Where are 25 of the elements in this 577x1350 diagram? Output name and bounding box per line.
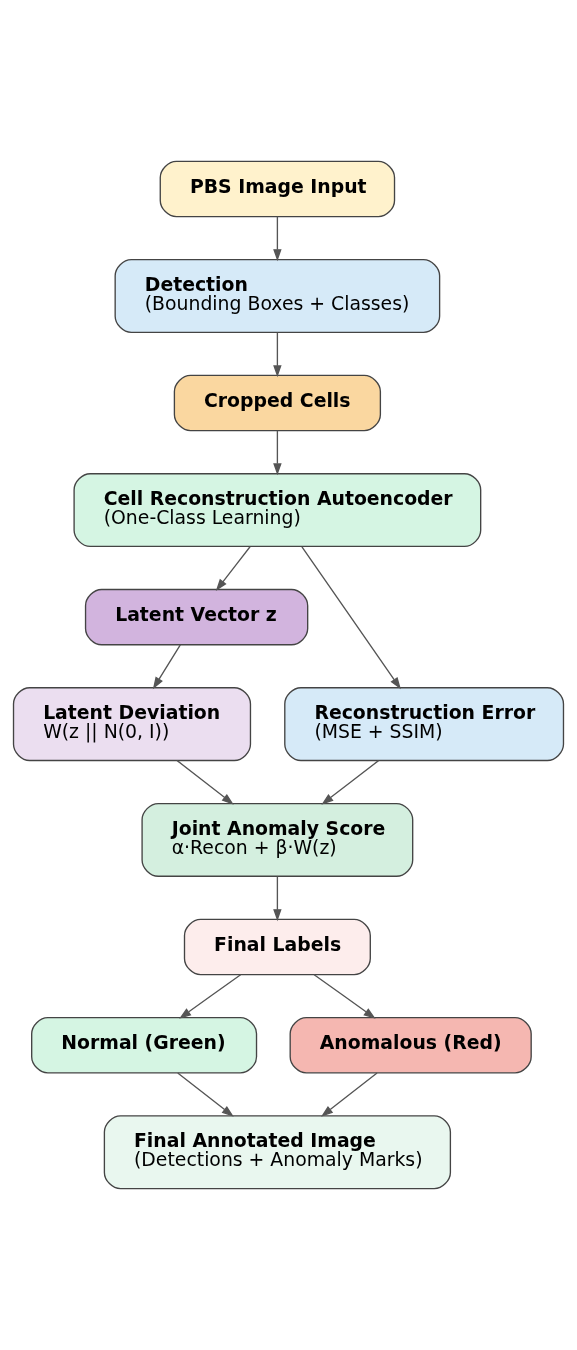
- node-box: Detection (Bounding Boxes + Classes): [114, 259, 441, 334]
- arrow: [177, 1072, 234, 1117]
- node-box: Joint Anomaly Score α·Recon + β·W(z): [141, 802, 414, 877]
- arrow: [215, 546, 251, 591]
- arrow: [273, 875, 282, 922]
- arrow: [273, 332, 282, 378]
- node-box: Final Annotated Image (Detections + Anomaly Marks): [103, 1115, 452, 1190]
- arrow: [273, 216, 282, 262]
- arrow: [176, 759, 234, 805]
- node-box: Latent Deviation W(z || N(0, I)): [12, 687, 252, 762]
- node-box: Cell Reconstruction Autoencoder (One-Class Learning): [73, 473, 482, 548]
- arrow: [301, 546, 401, 690]
- arrow: [321, 759, 380, 805]
- arrow: [321, 1072, 378, 1117]
- node-box: Final Labels: [183, 918, 371, 976]
- node-box: Latent Vector z: [84, 588, 309, 646]
- node-box: Reconstruction Error (MSE + SSIM): [284, 687, 565, 762]
- node-box: Normal (Green): [31, 1016, 258, 1074]
- node-box: Anomalous (Red): [289, 1016, 532, 1074]
- arrow: [273, 430, 282, 476]
- arrow: [313, 974, 376, 1019]
- arrow: [179, 974, 242, 1019]
- arrow: [152, 644, 181, 690]
- node-box: PBS Image Input: [159, 160, 396, 218]
- node-box: Cropped Cells: [173, 374, 382, 432]
